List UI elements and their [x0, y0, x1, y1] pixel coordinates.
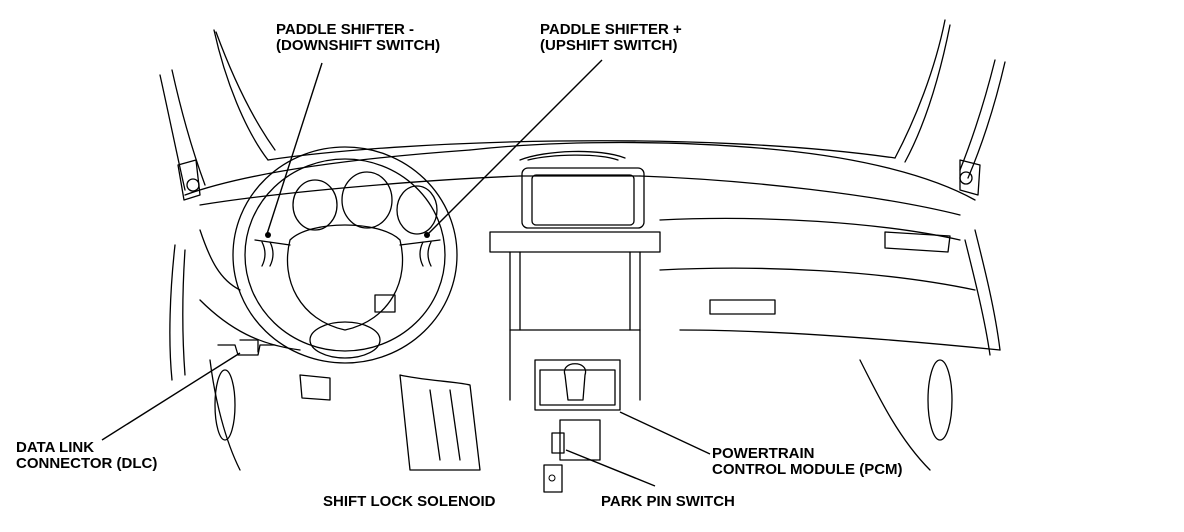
right-dash [659, 217, 1001, 471]
leader-lines [101, 59, 711, 487]
center-stack [489, 167, 661, 411]
dashboard-top [177, 141, 981, 291]
paddle-shifter-plus-label: PADDLE SHIFTER + (UPSHIFT SWITCH) [540, 22, 682, 54]
paddle-minus-line2: (DOWNSHIFT SWITCH) [276, 37, 441, 54]
park-pin-switch-label: PARK PIN SWITCH [601, 493, 735, 510]
gear-shifter [539, 363, 616, 493]
dlc-line2: CONNECTOR (DLC) [16, 455, 158, 472]
pcm-line1: POWERTRAIN [712, 445, 815, 462]
shift-lock-solenoid-label: SHIFT LOCK SOLENOID [323, 493, 496, 510]
dlc-component [217, 339, 276, 356]
paddle-plus-line1: PADDLE SHIFTER + [540, 21, 682, 38]
paddle-plus-line2: (UPSHIFT SWITCH) [540, 37, 678, 54]
steering-wheel [232, 146, 458, 364]
dlc-label: DATA LINK CONNECTOR (DLC) [16, 440, 157, 472]
paddle-minus-line1: PADDLE SHIFTER - [276, 21, 415, 38]
windshield-frame [159, 19, 1006, 191]
left-dash [169, 244, 481, 471]
paddle-shifter-minus-label: PADDLE SHIFTER - (DOWNSHIFT SWITCH) [276, 22, 440, 54]
dlc-line1: DATA LINK [16, 439, 95, 456]
pcm-label: POWERTRAIN CONTROL MODULE (PCM) [712, 446, 903, 478]
pcm-line2: CONTROL MODULE (PCM) [712, 461, 903, 478]
